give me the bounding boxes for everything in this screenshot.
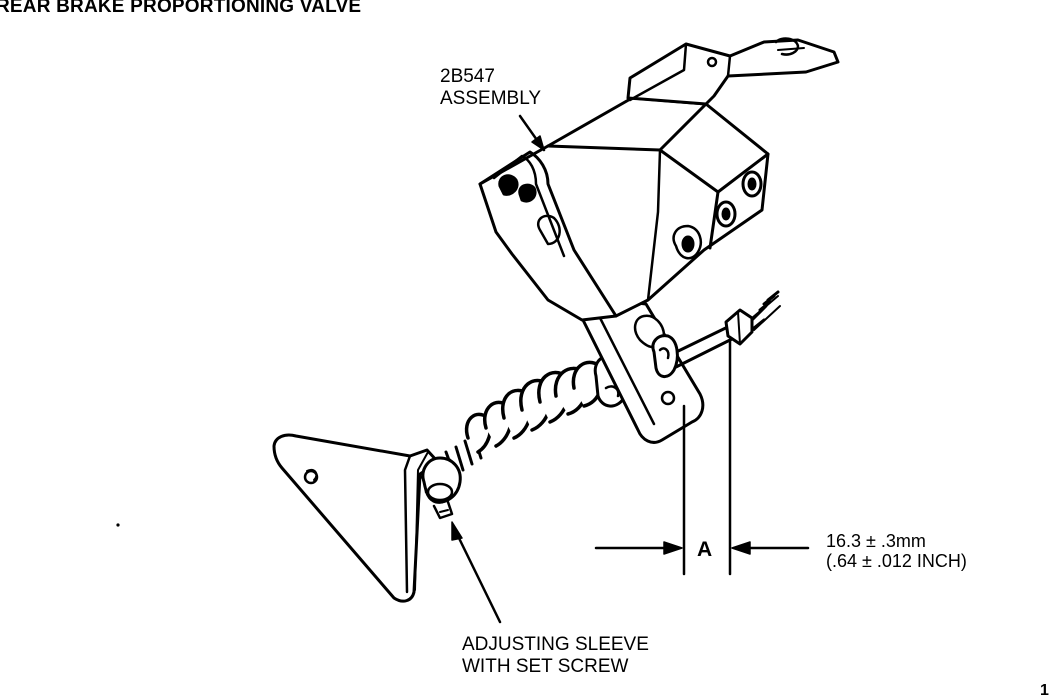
- dimension-letter: A: [697, 538, 713, 561]
- assembly-label-line1: 2B547: [440, 66, 495, 87]
- sleeve-leader: [451, 521, 502, 624]
- assembly-label-line2: ASSEMBLY: [440, 88, 542, 109]
- upper-bracket: [626, 37, 840, 106]
- assembly-leader: [518, 114, 546, 152]
- dimension-a: [594, 338, 810, 576]
- assembly-label: 2B547 ASSEMBLY: [440, 66, 541, 110]
- coil-spring: [464, 360, 605, 454]
- mounting-bracket: [272, 433, 440, 603]
- corner-mark: 1: [1040, 682, 1049, 699]
- diagram-title: REAR BRAKE PROPORTIONING VALVE: [0, 0, 362, 17]
- sleeve-label-line2: WITH SET SCREW: [462, 656, 629, 677]
- adjustment-bolt: [651, 290, 781, 378]
- stray-dot: [116, 523, 120, 527]
- valve-body: [478, 96, 770, 322]
- dimension-imperial: (.64 ± .012 INCH): [826, 551, 967, 571]
- dimension-value: 16.3 ± .3mm (.64 ± .012 INCH): [826, 531, 967, 571]
- dimension-metric: 16.3 ± .3mm: [826, 531, 926, 551]
- adjusting-sleeve: [421, 456, 462, 520]
- sleeve-label: ADJUSTING SLEEVE WITH SET SCREW: [462, 634, 649, 678]
- sleeve-label-line1: ADJUSTING SLEEVE: [462, 634, 649, 655]
